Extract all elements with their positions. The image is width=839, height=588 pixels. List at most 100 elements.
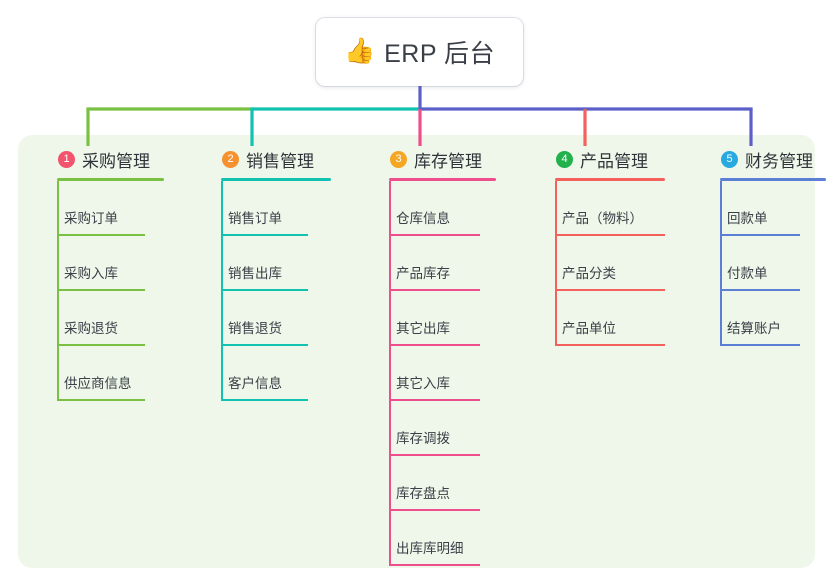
leaf-connector-stem: [555, 181, 557, 236]
tree-leaf[interactable]: 付款单: [701, 236, 839, 291]
leaf-underline: [389, 564, 480, 566]
leaf-underline: [555, 234, 665, 236]
tree-leaf[interactable]: 采购入库: [38, 236, 190, 291]
leaf-connector-stem: [389, 346, 391, 401]
leaf-connector-stem: [389, 401, 391, 456]
leaf-label: 产品单位: [562, 321, 616, 336]
leaf-label: 回款单: [727, 211, 768, 226]
leaf-underline: [221, 234, 308, 236]
leaf-label: 销售退货: [228, 321, 282, 336]
leaf-label: 客户信息: [228, 376, 282, 391]
leaf-underline: [57, 289, 145, 291]
leaf-label: 销售订单: [228, 211, 282, 226]
root-node-title: ERP 后台: [384, 40, 496, 68]
leaf-underline: [221, 399, 308, 401]
column-badge-3: 3: [390, 150, 407, 168]
tree-leaf[interactable]: 销售订单: [202, 181, 354, 236]
leaf-label: 其它出库: [396, 321, 450, 336]
leaf-underline: [389, 344, 480, 346]
tree-leaf[interactable]: 销售退货: [202, 291, 354, 346]
column-title-1: 采购管理: [82, 151, 150, 171]
tree-leaf[interactable]: 销售出库: [202, 236, 354, 291]
leaf-connector-stem: [389, 456, 391, 511]
leaf-connector-stem: [389, 291, 391, 346]
column-rule-3: [389, 178, 496, 181]
leaf-connector-stem: [389, 181, 391, 236]
leaf-connector-stem: [57, 291, 59, 346]
column-header-5[interactable]: 5 财务管理: [701, 146, 839, 172]
leaf-underline: [389, 454, 480, 456]
column-4: 4 产品管理产品（物料） 产品分类产品单位: [536, 146, 696, 346]
leaf-label: 其它入库: [396, 376, 450, 391]
leaf-label: 产品（物料）: [562, 211, 643, 226]
leaf-underline: [57, 399, 145, 401]
tree-leaf[interactable]: 供应商信息: [38, 346, 190, 401]
tree-leaf[interactable]: 产品分类: [536, 236, 696, 291]
leaf-connector-stem: [221, 291, 223, 346]
leaf-underline: [720, 289, 800, 291]
column-header-4[interactable]: 4 产品管理: [536, 146, 696, 172]
tree-leaf[interactable]: 产品单位: [536, 291, 696, 346]
column-rule-5: [720, 178, 826, 181]
column-5: 5 财务管理回款单付款单结算账户: [701, 146, 839, 346]
tree-leaf[interactable]: 库存调拨: [370, 401, 530, 456]
tree-leaf[interactable]: 产品库存: [370, 236, 530, 291]
leaf-label: 采购订单: [64, 211, 118, 226]
leaf-label: 采购入库: [64, 266, 118, 281]
tree-leaf[interactable]: 其它入库: [370, 346, 530, 401]
column-badge-5: 5: [721, 150, 738, 168]
column-header-2[interactable]: 2 销售管理: [202, 146, 354, 172]
column-header-1[interactable]: 1 采购管理: [38, 146, 190, 172]
tree-leaf[interactable]: 回款单: [701, 181, 839, 236]
leaf-underline: [57, 234, 145, 236]
tree-leaf[interactable]: 采购订单: [38, 181, 190, 236]
column-1: 1 采购管理采购订单采购入库采购退货供应商信息: [38, 146, 190, 401]
leaf-underline: [555, 289, 665, 291]
diagram-panel: [18, 135, 815, 568]
tree-leaf[interactable]: 仓库信息: [370, 181, 530, 236]
column-badge-1: 1: [58, 150, 75, 168]
leaf-connector-stem: [720, 291, 722, 346]
tree-leaf[interactable]: 客户信息: [202, 346, 354, 401]
tree-leaf[interactable]: 出库库明细: [370, 511, 530, 566]
column-items-1: 采购订单采购入库采购退货供应商信息: [38, 181, 190, 401]
column-badge-4: 4: [556, 150, 573, 168]
leaf-underline: [389, 289, 480, 291]
leaf-label: 仓库信息: [396, 211, 450, 226]
root-node-card[interactable]: 👍 ERP 后台: [316, 18, 523, 86]
leaf-connector-stem: [57, 346, 59, 401]
tree-leaf[interactable]: 其它出库: [370, 291, 530, 346]
column-badge-2: 2: [222, 150, 239, 168]
column-3: 3 库存管理仓库信息产品库存其它出库其它入库库存调拨库存盘点出库库明细: [370, 146, 530, 566]
column-header-3[interactable]: 3 库存管理: [370, 146, 530, 172]
tree-leaf[interactable]: 采购退货: [38, 291, 190, 346]
leaf-connector-stem: [555, 291, 557, 346]
leaf-underline: [389, 509, 480, 511]
column-title-2: 销售管理: [246, 151, 314, 171]
column-items-2: 销售订单销售出库销售退货客户信息: [202, 181, 354, 401]
column-rule-2: [221, 178, 331, 181]
column-2: 2 销售管理销售订单销售出库销售退货客户信息: [202, 146, 354, 401]
leaf-label: 产品分类: [562, 266, 616, 281]
column-title-4: 产品管理: [580, 151, 648, 171]
tree-leaf[interactable]: 产品（物料）: [536, 181, 696, 236]
leaf-connector-stem: [57, 181, 59, 236]
column-title-3: 库存管理: [414, 151, 482, 171]
tree-leaf[interactable]: 结算账户: [701, 291, 839, 346]
leaf-label: 付款单: [727, 266, 768, 281]
leaf-connector-stem: [389, 236, 391, 291]
leaf-label: 库存调拨: [396, 431, 450, 446]
leaf-label: 结算账户: [727, 321, 781, 336]
column-items-5: 回款单付款单结算账户: [701, 181, 839, 346]
thumbs-up-icon: 👍: [343, 36, 376, 65]
leaf-connector-stem: [555, 236, 557, 291]
leaf-underline: [720, 234, 800, 236]
leaf-label: 出库库明细: [396, 541, 464, 556]
tree-leaf[interactable]: 库存盘点: [370, 456, 530, 511]
leaf-connector-stem: [57, 236, 59, 291]
leaf-underline: [555, 344, 665, 346]
leaf-underline: [221, 344, 308, 346]
leaf-underline: [720, 344, 800, 346]
column-title-5: 财务管理: [745, 151, 813, 171]
